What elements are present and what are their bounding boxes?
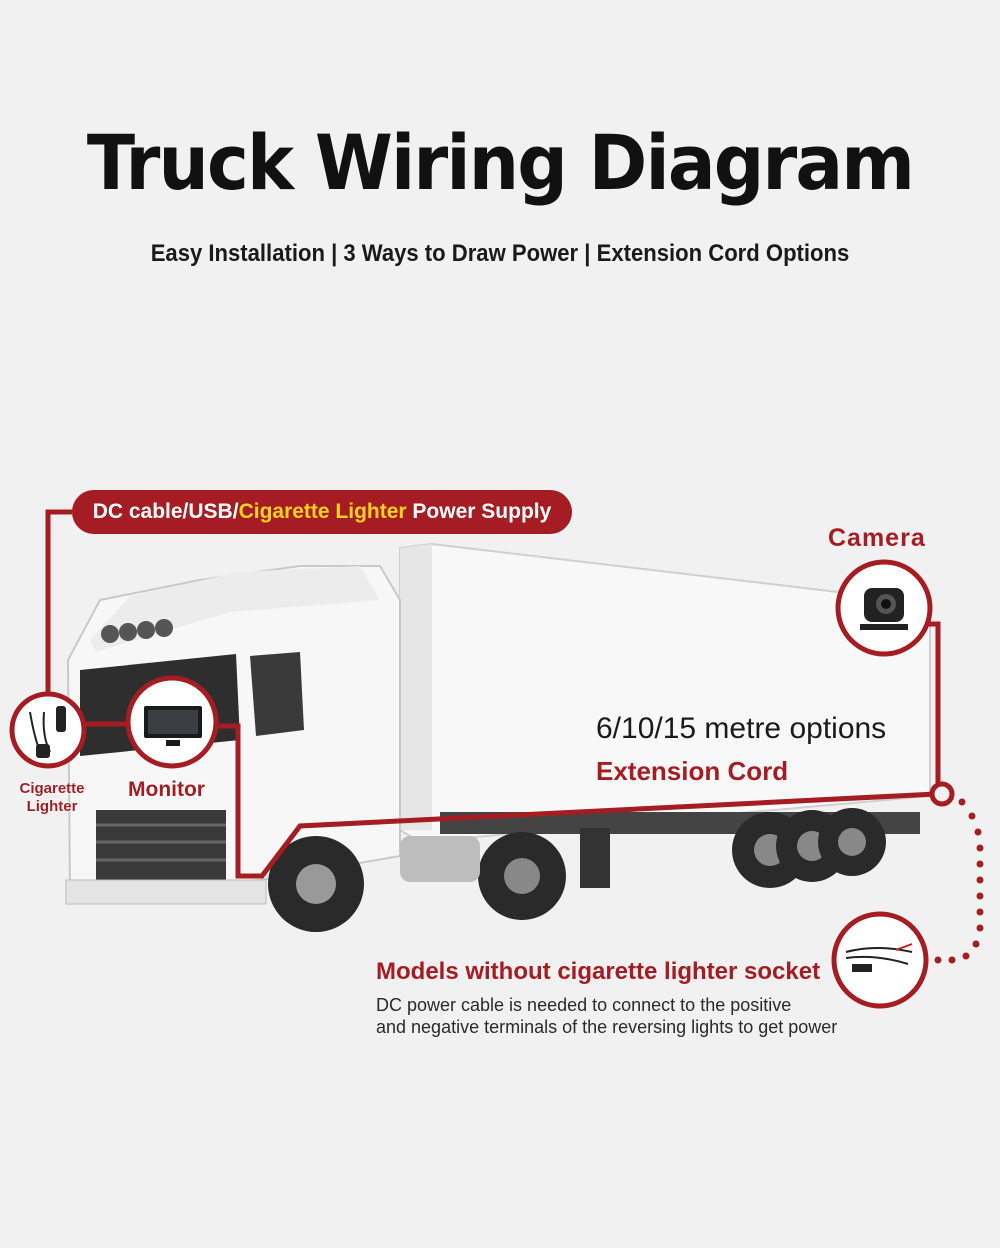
cigarette-label-line1: Cigarette	[19, 780, 85, 797]
page-title: Truck Wiring Diagram	[86, 118, 915, 207]
power-supply-highlight: Cigarette Lighter	[238, 500, 407, 523]
models-description-line2: and negative terminals of the reversing …	[376, 1017, 838, 1037]
models-description: DC power cable is needed to connect to t…	[376, 994, 936, 1038]
power-supply-part1: DC cable/USB/	[92, 500, 239, 523]
monitor-label: Monitor	[128, 778, 205, 801]
monitor-icon	[125, 675, 219, 769]
connector-dots	[934, 798, 984, 964]
wiring-lines	[45, 509, 941, 879]
models-description-line1: DC power cable is needed to connect to t…	[376, 995, 792, 1015]
extension-junction	[929, 781, 955, 807]
dc-cable-icon	[831, 911, 929, 1009]
cigarette-label-line2: Lighter	[26, 798, 78, 815]
page-subtitle: Easy Installation | 3 Ways to Draw Power…	[150, 240, 850, 267]
camera-label: Camera	[828, 524, 926, 552]
cigarette-lighter-label: Cigarette Lighter	[8, 780, 96, 816]
camera-icon	[835, 559, 933, 657]
power-supply-label: DC cable/USB/Cigarette Lighter Power Sup…	[72, 490, 572, 534]
extension-cord-label: Extension Cord	[596, 756, 789, 786]
cigarette-lighter-icon	[9, 691, 87, 769]
power-supply-part2: Power Supply	[406, 500, 552, 523]
extension-options-text: 6/10/15 metre options	[596, 712, 887, 745]
models-heading: Models without cigarette lighter socket	[376, 958, 821, 985]
